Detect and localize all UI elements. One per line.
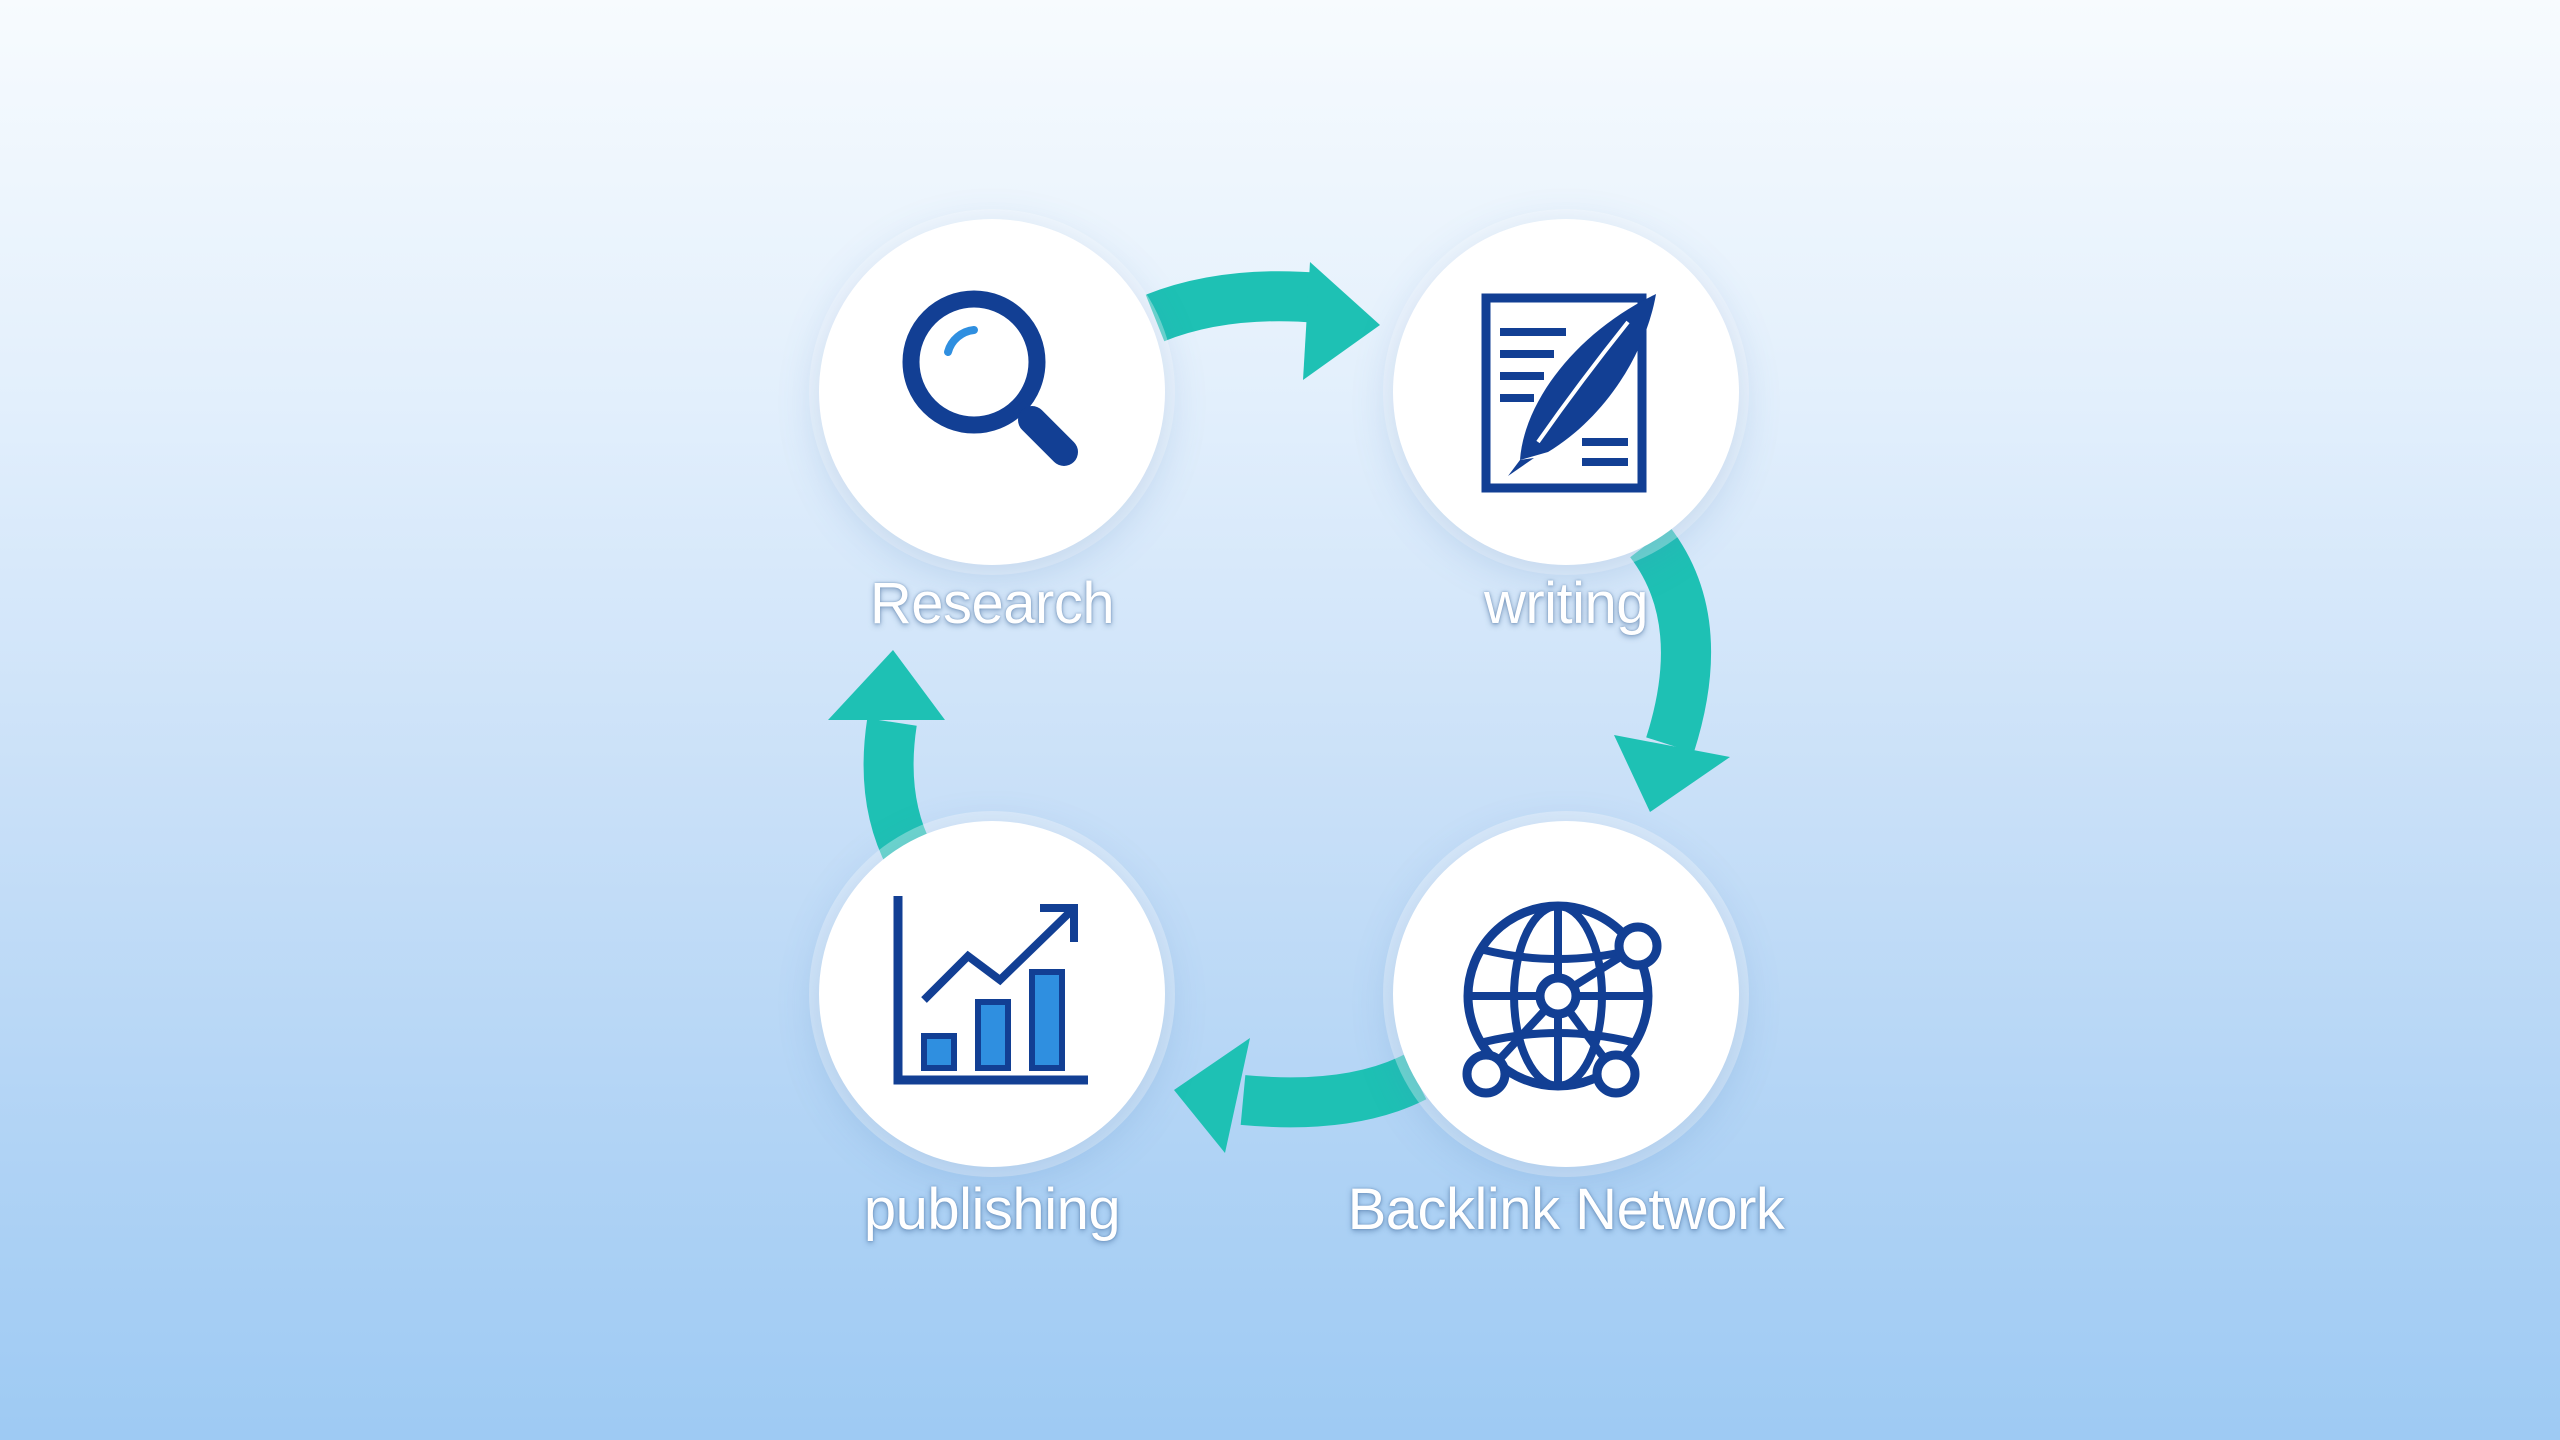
arrow-publishing-to-research (828, 650, 945, 869)
research-node[interactable] (819, 219, 1165, 565)
backlink-network-label: Backlink Network (1347, 1177, 1785, 1242)
publishing-node[interactable] (819, 821, 1165, 1167)
writing-label: writing (1483, 571, 1649, 636)
arrow-backlink-to-publishing (1174, 1038, 1427, 1153)
research-label: Research (869, 571, 1115, 636)
magnifying-glass-icon (902, 290, 1078, 466)
arrow-research-to-writing (1145, 262, 1380, 380)
writing-node[interactable] (1393, 219, 1739, 565)
globe-network-icon (1462, 901, 1662, 1098)
document-quill-icon (1481, 293, 1656, 493)
publishing-label: publishing (863, 1177, 1121, 1242)
growth-bar-chart-icon (893, 896, 1088, 1085)
backlink-network-node[interactable] (1393, 821, 1739, 1167)
arrow-writing-to-backlink (1614, 526, 1730, 812)
